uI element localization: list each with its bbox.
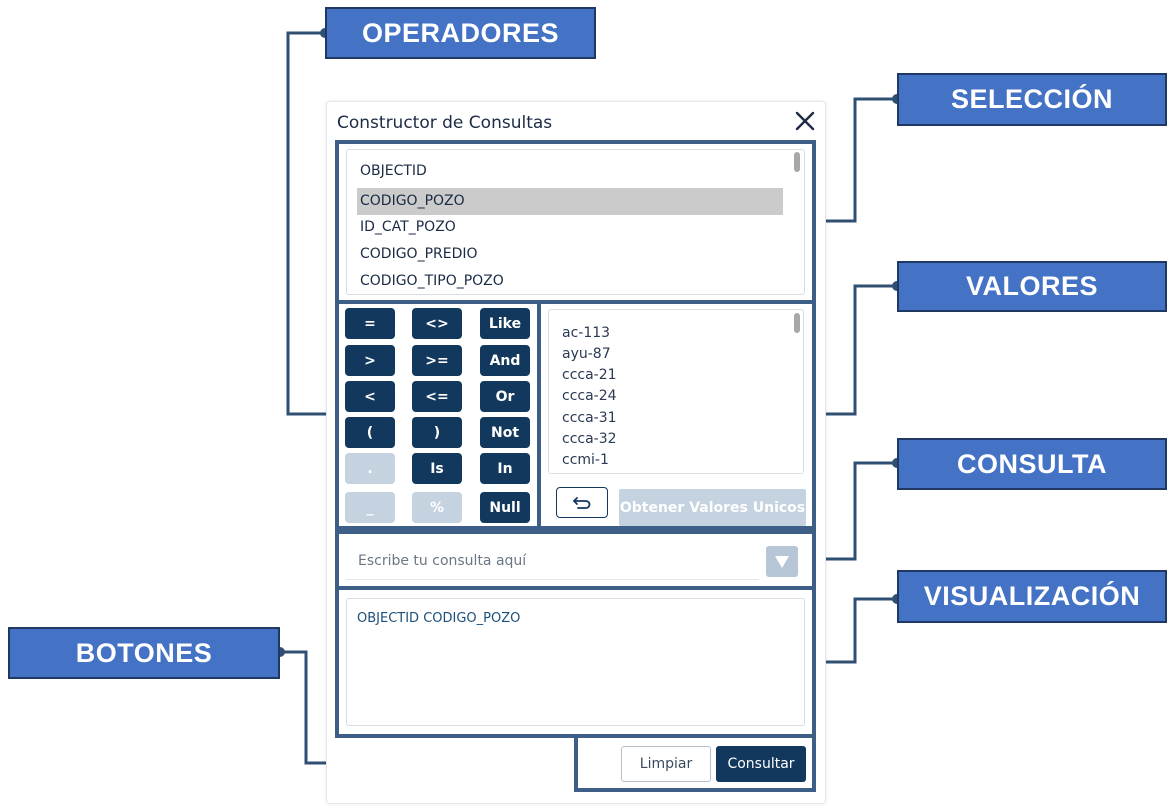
operator-or-button[interactable]: Or — [480, 381, 530, 412]
operator-greater-button[interactable]: > — [345, 345, 395, 376]
operator-null-button[interactable]: Null — [480, 492, 530, 523]
callout-seleccion: SELECCIÓN — [897, 73, 1167, 126]
value-item[interactable]: ccca-31 — [562, 410, 617, 426]
value-item[interactable]: ccca-24 — [562, 388, 617, 404]
operator-open-paren-button[interactable]: ( — [345, 417, 395, 448]
submit-button[interactable]: Consultar — [716, 746, 806, 782]
triangle-down-icon — [775, 555, 789, 568]
operator-equals-button[interactable]: = — [345, 308, 395, 339]
callout-botones: BOTONES — [8, 627, 280, 679]
operator-underscore-button[interactable]: _ — [345, 492, 395, 523]
field-item[interactable]: ID_CAT_POZO — [360, 219, 456, 235]
operator-like-button[interactable]: Like — [480, 308, 530, 339]
value-item[interactable]: ccca-32 — [562, 431, 617, 447]
callout-valores: VALORES — [897, 261, 1167, 312]
frame-valores — [537, 300, 816, 530]
field-item[interactable]: CODIGO_TIPO_POZO — [360, 273, 504, 289]
value-item[interactable]: ac-113 — [562, 325, 611, 341]
values-scrollbar[interactable] — [794, 313, 800, 333]
field-item[interactable]: CODIGO_PREDIO — [360, 246, 478, 262]
field-item-selected[interactable]: CODIGO_POZO — [357, 188, 783, 215]
undo-button[interactable] — [556, 487, 608, 518]
dialog-title: Constructor de Consultas — [337, 113, 553, 133]
value-item[interactable]: ccca-21 — [562, 367, 617, 383]
operator-less-button[interactable]: < — [345, 381, 395, 412]
field-item[interactable]: OBJECTID — [360, 163, 427, 179]
query-preview-text: OBJECTID CODIGO_POZO — [357, 611, 521, 626]
fields-scrollbar[interactable] — [794, 152, 800, 172]
operator-not-button[interactable]: Not — [480, 417, 530, 448]
operator-less-equal-button[interactable]: <= — [412, 381, 462, 412]
callout-consulta: CONSULTA — [897, 438, 1167, 490]
query-preview-box — [346, 598, 805, 726]
clear-button[interactable]: Limpiar — [621, 746, 711, 782]
fields-listbox[interactable] — [346, 149, 805, 295]
values-listbox[interactable] — [548, 309, 804, 474]
query-dropdown-button[interactable] — [766, 546, 798, 577]
frame-botones — [574, 734, 816, 792]
operator-in-button[interactable]: In — [480, 453, 530, 484]
get-unique-values-button[interactable]: Obtener Valores Unicos — [619, 489, 806, 526]
operator-dot-button[interactable]: . — [345, 453, 395, 484]
operator-close-paren-button[interactable]: ) — [412, 417, 462, 448]
operator-percent-button[interactable]: % — [412, 492, 462, 523]
operator-greater-equal-button[interactable]: >= — [412, 345, 462, 376]
operator-and-button[interactable]: And — [480, 345, 530, 376]
query-input[interactable] — [346, 542, 759, 580]
undo-icon — [573, 496, 591, 509]
callout-operadores: OPERADORES — [325, 7, 596, 59]
value-item[interactable]: ayu-87 — [562, 346, 611, 362]
close-icon[interactable] — [794, 110, 816, 132]
operator-is-button[interactable]: Is — [412, 453, 462, 484]
operator-not-equal-button[interactable]: <> — [412, 308, 462, 339]
value-item[interactable]: ccmi-1 — [562, 452, 609, 468]
callout-visualizacion: VISUALIZACIÓN — [897, 570, 1167, 623]
